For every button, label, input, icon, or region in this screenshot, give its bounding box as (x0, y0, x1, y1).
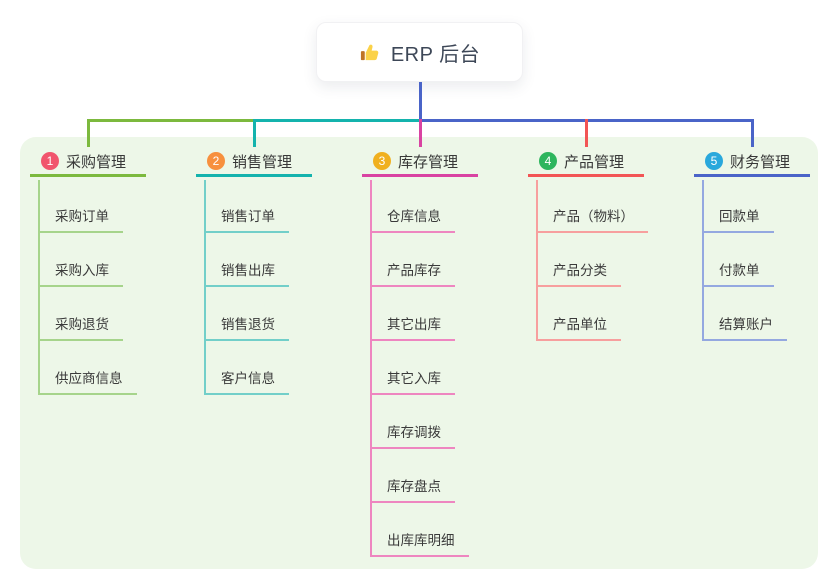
branch-title: 库存管理 (398, 153, 459, 171)
child-node[interactable]: 产品单位 (536, 313, 621, 341)
child-node[interactable]: 库存调拨 (370, 421, 455, 449)
branch-node-1[interactable]: 1 采购管理 (30, 148, 146, 177)
branch-number-badge: 2 (207, 152, 225, 170)
branch-title: 采购管理 (66, 153, 127, 171)
child-node[interactable]: 回款单 (702, 205, 774, 233)
branch-number-badge: 1 (41, 152, 59, 170)
branch-number-badge: 4 (539, 152, 557, 170)
child-node[interactable]: 仓库信息 (370, 205, 455, 233)
branch-trunk-line (702, 180, 704, 339)
branch-node-4[interactable]: 4 产品管理 (528, 148, 644, 177)
child-node[interactable]: 采购订单 (38, 205, 123, 233)
root-node[interactable]: ERP 后台 (316, 22, 523, 82)
child-node[interactable]: 产品库存 (370, 259, 455, 287)
bus-segment-green (88, 119, 254, 122)
branch-trunk-line (370, 180, 372, 555)
root-title: ERP 后台 (390, 43, 481, 66)
branch-drop-line (584, 119, 588, 147)
child-node[interactable]: 产品分类 (536, 259, 621, 287)
branch-drop-line (750, 119, 754, 147)
bus-segment-teal (254, 119, 420, 122)
root-connector-line (418, 82, 422, 119)
branch-node-2[interactable]: 2 销售管理 (196, 148, 312, 177)
child-node[interactable]: 销售出库 (204, 259, 289, 287)
child-node[interactable]: 付款单 (702, 259, 774, 287)
branch-node-5[interactable]: 5 财务管理 (694, 148, 810, 177)
child-node[interactable]: 销售退货 (204, 313, 289, 341)
branch-number-badge: 3 (373, 152, 391, 170)
child-node[interactable]: 出库库明细 (370, 529, 469, 557)
child-node[interactable]: 客户信息 (204, 367, 289, 395)
branches-panel (20, 137, 818, 569)
branch-title: 产品管理 (564, 153, 625, 171)
branch-title: 财务管理 (730, 153, 791, 171)
branch-drop-line (418, 119, 422, 147)
child-node[interactable]: 结算账户 (702, 313, 787, 341)
child-node[interactable]: 供应商信息 (38, 367, 137, 395)
branch-drop-line (86, 119, 90, 147)
branch-trunk-line (536, 180, 538, 339)
branch-number-badge: 5 (705, 152, 723, 170)
thumbs-up-icon (359, 41, 382, 64)
branch-title: 销售管理 (232, 153, 293, 171)
child-node[interactable]: 产品（物料） (536, 205, 648, 233)
child-node[interactable]: 销售订单 (204, 205, 289, 233)
branch-drop-line (252, 119, 256, 147)
branch-node-3[interactable]: 3 库存管理 (362, 148, 478, 177)
child-node[interactable]: 其它入库 (370, 367, 455, 395)
child-node[interactable]: 其它出库 (370, 313, 455, 341)
child-node[interactable]: 库存盘点 (370, 475, 455, 503)
child-node[interactable]: 采购入库 (38, 259, 123, 287)
child-node[interactable]: 采购退货 (38, 313, 123, 341)
